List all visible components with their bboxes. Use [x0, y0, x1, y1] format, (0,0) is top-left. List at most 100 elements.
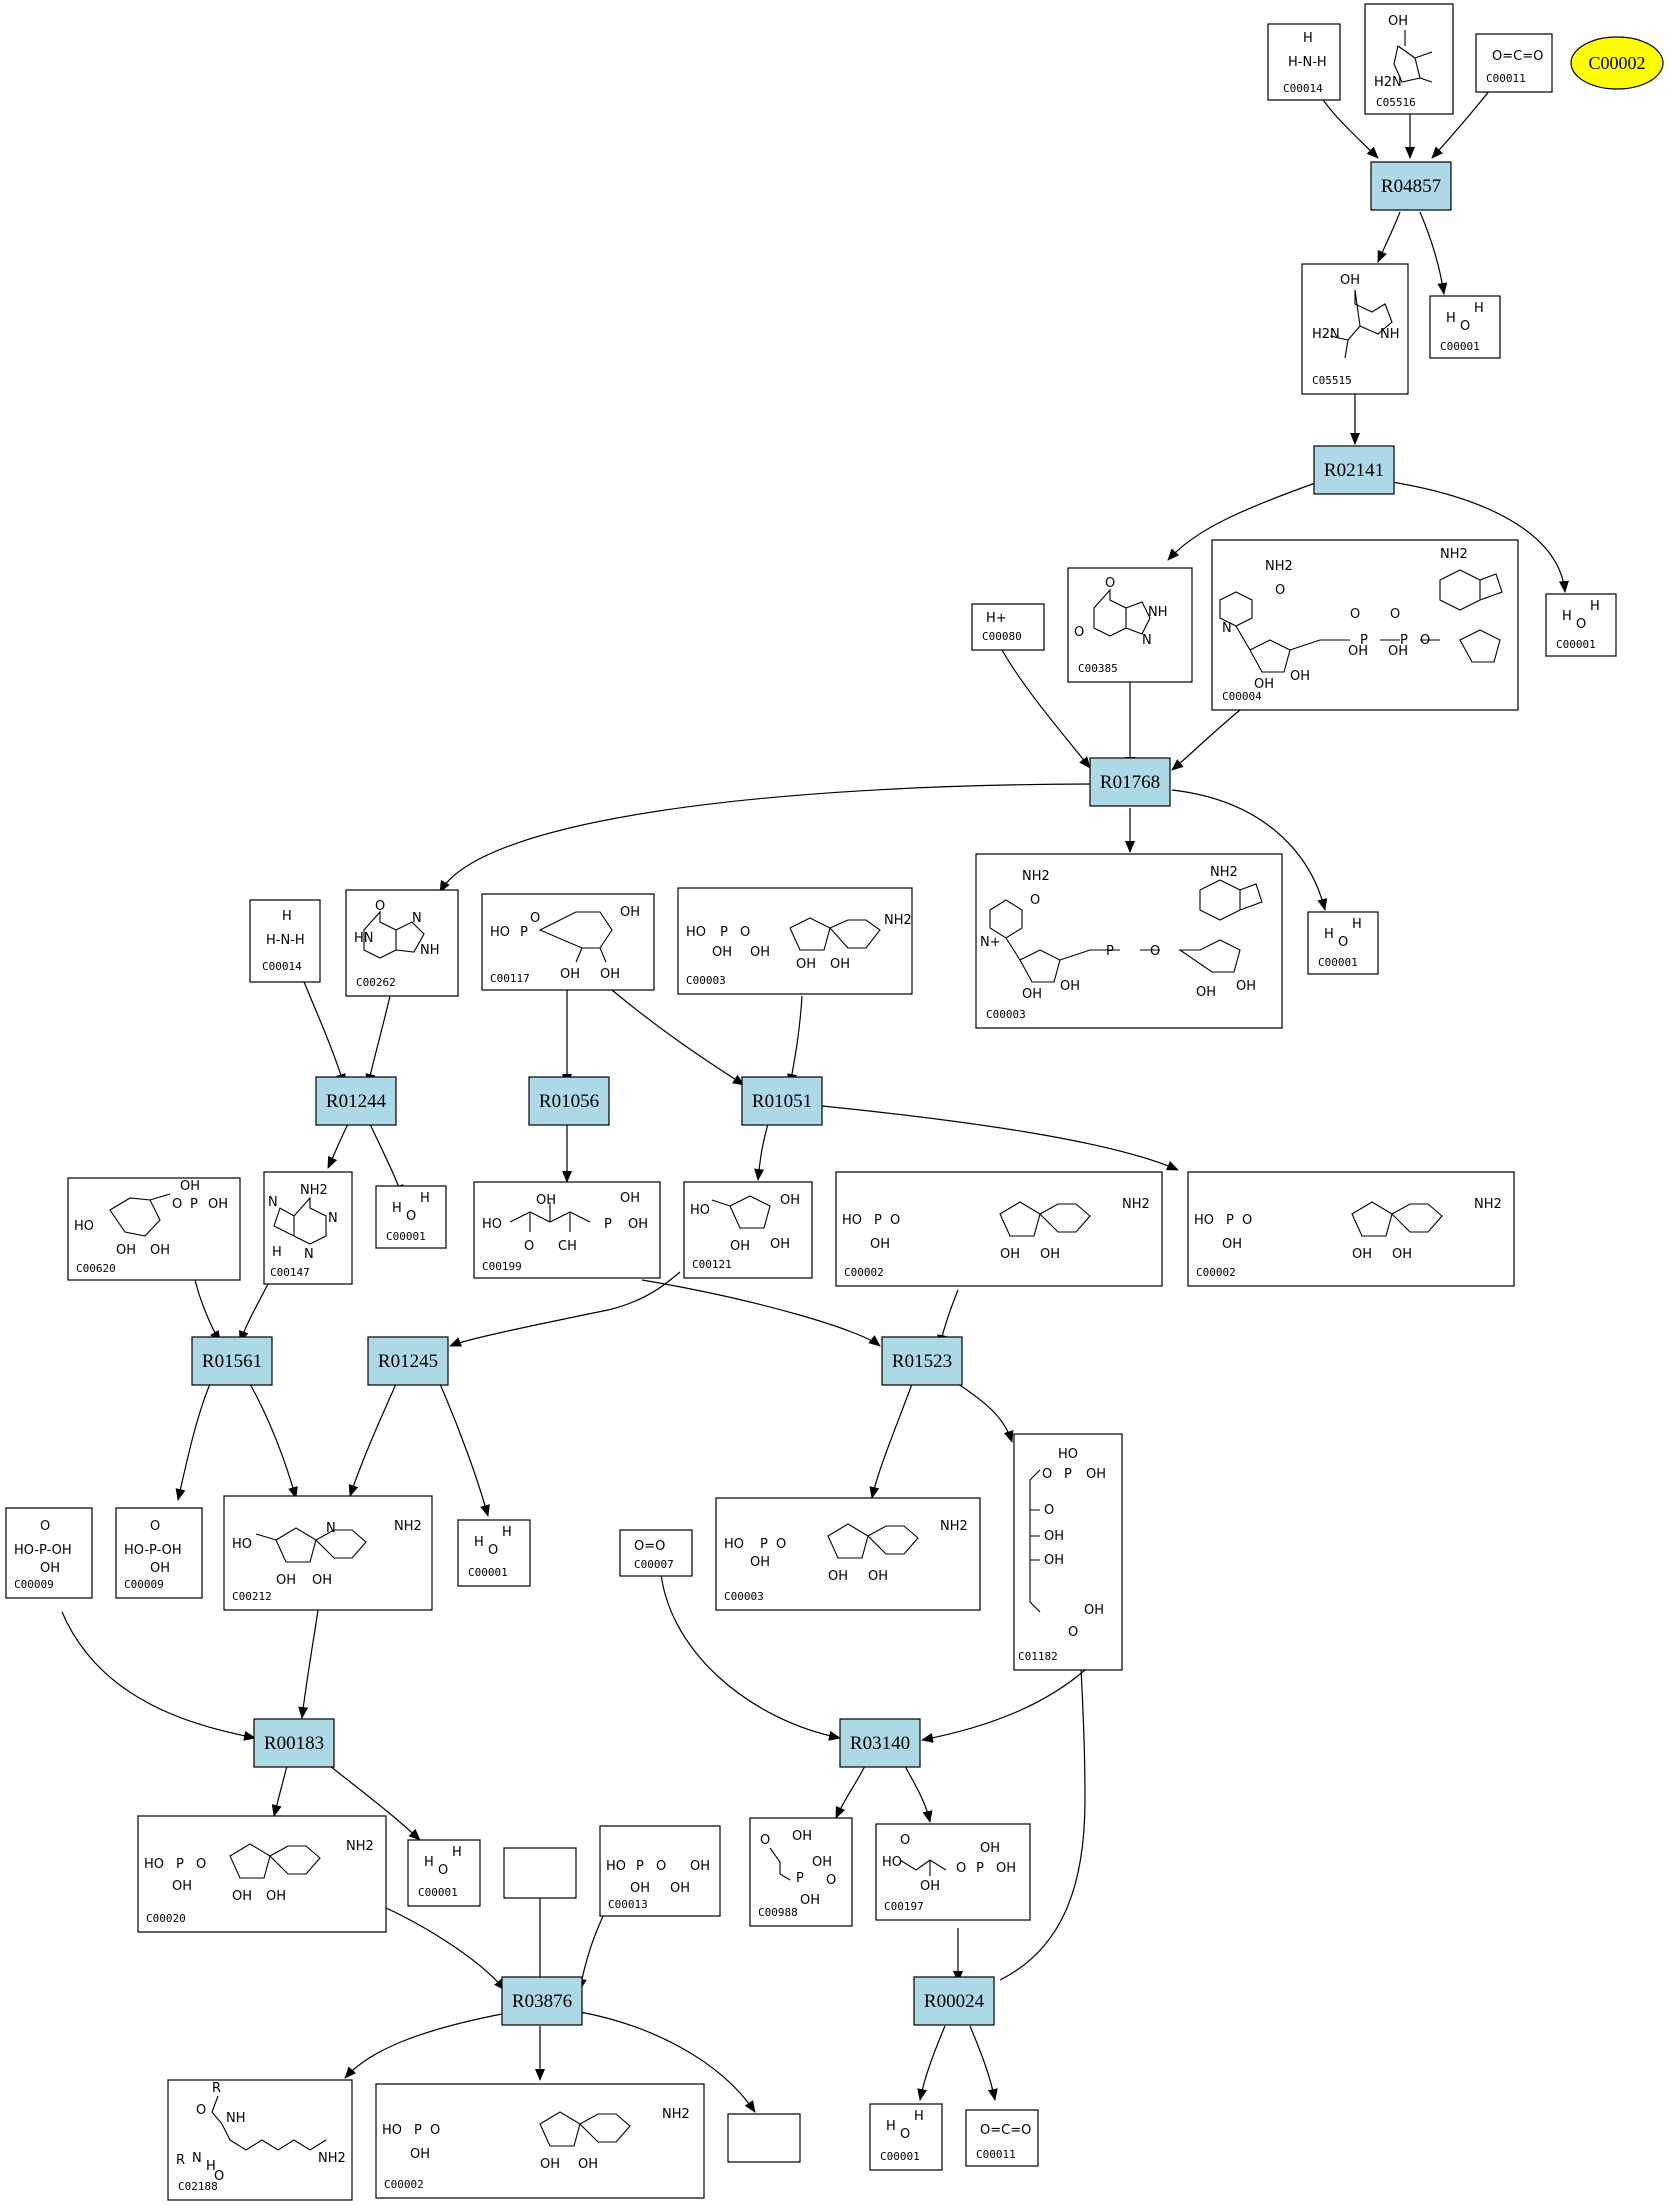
structure-pyrophosphate-icon: HO OH OH OH P O [606, 1859, 710, 1896]
structure-atp-icon: HO NH2 OH OH OH P O [842, 1197, 1150, 1262]
structure-label: H [272, 1245, 282, 1260]
structure-label: P [1360, 633, 1368, 648]
compound-c00385-xanthine[interactable]: O NH N O C00385 [1067, 567, 1193, 683]
reaction-label: R03140 [850, 1733, 910, 1754]
structure-label: H [1352, 917, 1362, 932]
reaction-r00183[interactable]: R00183 [253, 1718, 335, 1768]
structure-label: P [190, 1197, 198, 1212]
compound-c00001-water[interactable]: H O H C00001 [375, 1185, 447, 1249]
structure-water-icon: H O H [1562, 599, 1600, 632]
compound-c00002-atp[interactable]: NH2 HO OH OH OH P O C00002 [375, 2083, 705, 2199]
compound-c05516[interactable]: OH H2N C05516 [1364, 3, 1454, 115]
structure-label: OH [1222, 1237, 1242, 1252]
compound-id: C00002 [384, 2178, 424, 2191]
reaction-r01244[interactable]: R01244 [315, 1076, 397, 1126]
structure-nadh-icon: NH2 O N NH2 OH OH OH OH O P O P O [1219, 547, 1503, 692]
compound-c00002-atp[interactable]: HO NH2 OH OH OH P O C00002 [835, 1171, 1163, 1287]
structure-label: O [430, 2123, 440, 2138]
compound-c00001-water[interactable]: H O H C00001 [1429, 295, 1501, 359]
structure-label: OH [1290, 669, 1310, 684]
structure-label: OH [208, 1197, 228, 1212]
compound-c00001-water[interactable]: H O H C00001 [1307, 911, 1379, 975]
compound-c00262-hypoxanthine[interactable]: O HN N NH C00262 [345, 889, 459, 997]
reaction-r04857[interactable]: R04857 [1370, 161, 1452, 211]
structure-label: O [1576, 617, 1586, 632]
compound-c00212-adenosine[interactable]: NH2 HO OH OH N C00212 [223, 1495, 433, 1611]
compound-id: C00003 [724, 1590, 764, 1603]
structure-water-icon: H O H [1324, 917, 1362, 950]
reaction-r03140[interactable]: R03140 [839, 1718, 921, 1768]
compound-c00009-phosphate[interactable]: O HO-P-OH OH C00009 [115, 1507, 203, 1599]
compound-c00003-nad[interactable]: NH2 O NH2 N+ OH OH OH OH P O C00003 [975, 853, 1283, 1029]
structure-label: P [520, 925, 528, 940]
structure-water-icon: H O H [424, 1845, 462, 1878]
structure-label: H [206, 2159, 216, 2174]
structure-label: OH [780, 1193, 800, 1208]
compound-c00620-ribose-1-phosphate[interactable]: HO OH OH OH OH P O C00620 [67, 1177, 241, 1281]
structure-label: O [776, 1537, 786, 1552]
compound-c00009-phosphate[interactable]: O HO-P-OH OH C00009 [5, 1507, 93, 1599]
compound-empty[interactable] [503, 1847, 577, 1899]
structure-label: OH [1044, 1553, 1064, 1568]
structure-label: O [150, 1519, 160, 1534]
compound-c00001-water[interactable]: H O H C00001 [457, 1519, 531, 1587]
target-compound-c00002[interactable]: C00002 [1570, 36, 1664, 90]
compound-c05515[interactable]: OH H2N NH C05515 [1301, 263, 1409, 395]
compound-c00001-water[interactable]: H O H C00001 [869, 2103, 943, 2171]
compound-c00199-ribulose-5-phosphate[interactable]: OH HO O CH OH OH P C00199 [473, 1181, 661, 1279]
compound-empty[interactable] [727, 2113, 801, 2163]
compound-c00001-water[interactable]: H O H C00001 [407, 1839, 481, 1907]
compound-c00011-co2[interactable]: O=C=O C00011 [1475, 33, 1553, 93]
compound-c00007-oxygen[interactable]: O=O C00007 [619, 1529, 693, 1577]
reaction-r01523[interactable]: R01523 [881, 1336, 963, 1386]
reaction-r01561[interactable]: R01561 [191, 1336, 273, 1386]
structure-label: NH2 [1265, 559, 1293, 574]
compound-c00080-proton[interactable]: H+ C00080 [971, 603, 1045, 651]
structure-label: OH [150, 1243, 170, 1258]
compound-c00001-water[interactable]: H O H C00001 [1545, 593, 1617, 657]
reaction-r01768[interactable]: R01768 [1089, 757, 1171, 807]
structure-label: O [172, 1197, 182, 1212]
structure-label: OH [560, 967, 580, 982]
compound-c00004-nadh[interactable]: NH2 O N NH2 OH OH OH OH O P O P O C00004 [1211, 539, 1519, 711]
structure-label: NH2 [1210, 865, 1238, 880]
structure-label: OH [800, 1893, 820, 1908]
compound-c00121-ribose[interactable]: OH HO OH OH C00121 [683, 1181, 813, 1279]
structure-xanthine-icon: O NH N O [1074, 576, 1168, 648]
reaction-label: R01244 [326, 1091, 387, 1112]
structure-label: OH [670, 1881, 690, 1896]
reaction-r00024[interactable]: R00024 [913, 1976, 995, 2026]
structure-label: N+ [980, 935, 1001, 950]
compound-c02188[interactable]: R O NH R N H O NH2 C02188 [167, 2079, 353, 2201]
compound-c00014-ammonia[interactable]: H H-N-H C00014 [1267, 23, 1341, 101]
structure-label: O [740, 925, 750, 940]
structure-label: OH [1340, 273, 1360, 288]
compound-c00147-adenine[interactable]: NH2 N N N H C00147 [263, 1171, 353, 1285]
structure-label: HO [724, 1537, 744, 1552]
structure-label: O [1068, 1625, 1078, 1640]
structure-label: R [176, 2153, 185, 2168]
reaction-r01245[interactable]: R01245 [367, 1336, 449, 1386]
reaction-r02141[interactable]: R02141 [1313, 445, 1395, 495]
compound-c00003-nad[interactable]: HO NH2 OH OH OH P O C00003 [715, 1497, 981, 1611]
compound-c00003-nad[interactable]: HO OH OH OH OH NH2 P O C00003 [677, 887, 913, 995]
compound-c00988-phosphoglycolate[interactable]: O OH OH P OH O C00988 [749, 1817, 853, 1927]
reaction-r01056[interactable]: R01056 [528, 1076, 610, 1126]
compound-id: C00003 [986, 1008, 1026, 1021]
target-label: C00002 [1588, 53, 1645, 73]
compound-c00002-atp[interactable]: HO NH2 OH OH OH P O C00002 [1187, 1171, 1515, 1287]
structure-label: OH [792, 1829, 812, 1844]
reaction-r01051[interactable]: R01051 [741, 1076, 823, 1126]
compound-c00117-ribose-5-phosphate[interactable]: HO OH OH OH P O C00117 [481, 893, 655, 991]
reaction-r03876[interactable]: R03876 [501, 1976, 583, 2026]
compound-c00011-co2[interactable]: O=C=O C00011 [965, 2109, 1039, 2167]
structure-label: HO-P-OH [14, 1543, 72, 1558]
compound-id: C00001 [1318, 956, 1358, 969]
compound-c01182-ribulose-bisphosphate[interactable]: HO O P OH O OH OH OH O C01182 [1013, 1433, 1123, 1671]
compound-id: C00009 [14, 1578, 54, 1591]
compound-c00020-amp[interactable]: NH2 HO OH OH OH P O C00020 [137, 1815, 387, 1933]
compound-id: C00117 [490, 972, 530, 985]
compound-c00014-ammonia[interactable]: H H-N-H C00014 [249, 899, 321, 983]
compound-c00013-pyrophosphate[interactable]: HO OH OH OH P O C00013 [599, 1825, 721, 1917]
compound-c00197-3-phosphoglycerate[interactable]: O HO OH OH OH P O C00197 [875, 1823, 1031, 1921]
